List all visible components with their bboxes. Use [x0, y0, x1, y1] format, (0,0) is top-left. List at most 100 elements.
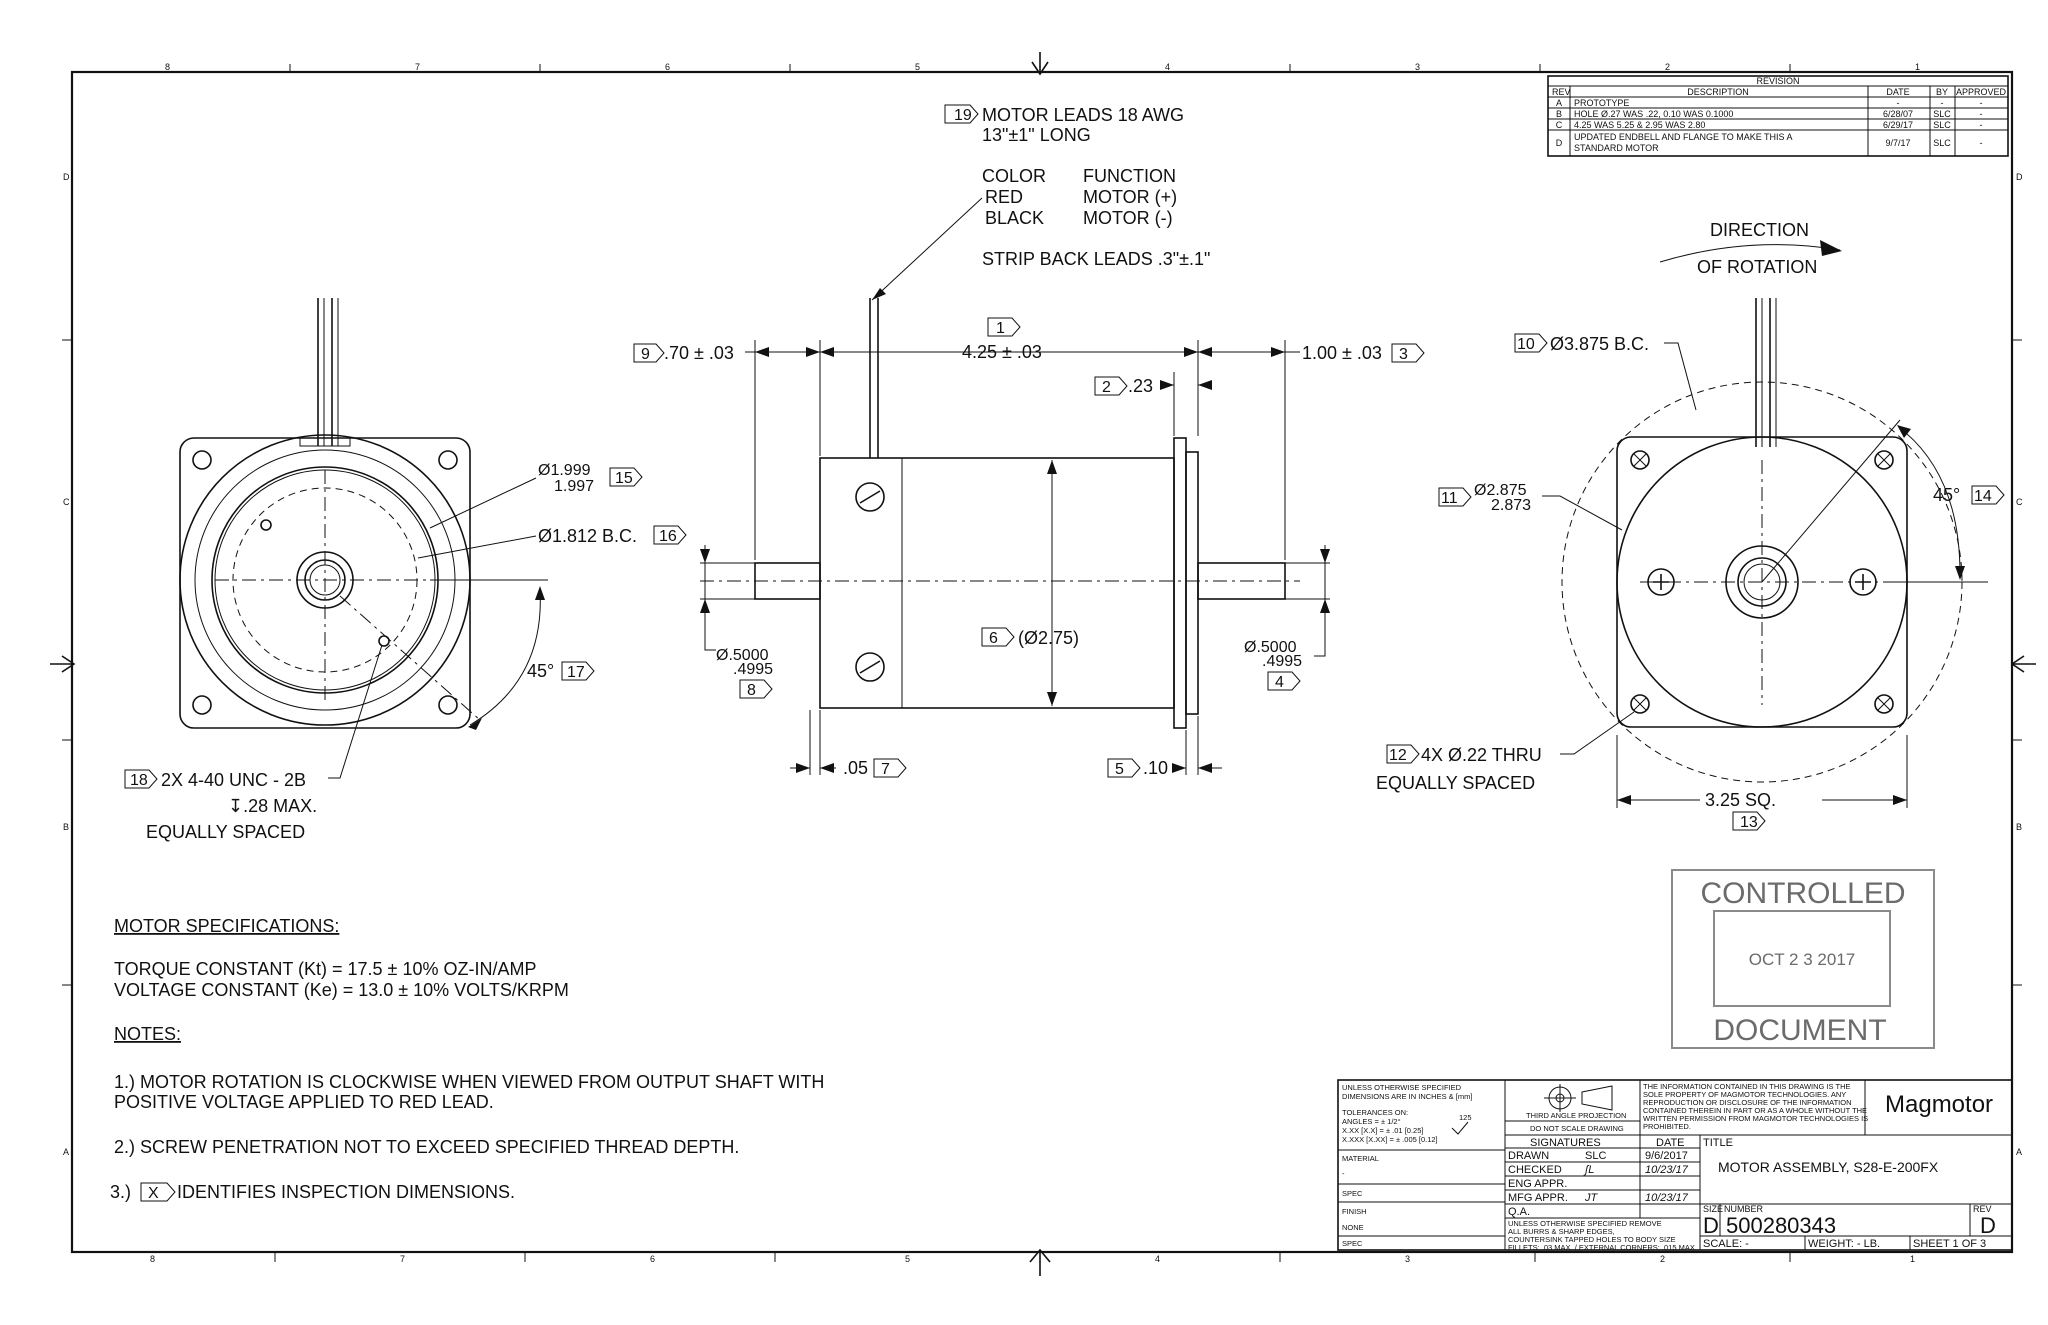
drawing-number: 500280343 [1726, 1213, 1836, 1238]
rev-row-c-desc: 4.25 WAS 5.25 & 2.95 WAS 2.80 [1574, 120, 1705, 130]
mount-hole-br [1874, 694, 1894, 714]
specs-torque: TORQUE CONSTANT (Kt) = 17.5 ± 10% OZ-IN/… [114, 959, 536, 979]
pilot-right-tag: 5 [1115, 761, 1124, 778]
rev-row-d-desc: UPDATED ENDBELL AND FLANGE TO MAKE THIS … [1574, 132, 1793, 142]
shaft-left-tag: 8 [747, 682, 756, 699]
rotation-line1: DIRECTION [1710, 220, 1809, 240]
left-angle: 45° [527, 661, 554, 681]
right-view-callouts: 10 Ø3.875 B.C. 11 Ø2.875 2.873 45° 14 12… [1376, 333, 2005, 831]
zone-bottom-5: 5 [905, 1254, 910, 1264]
mount-hole-tl [1630, 450, 1650, 470]
rev-col-by: BY [1936, 87, 1948, 97]
zone-bottom-1: 1 [1910, 1254, 1915, 1264]
rev-value: D [1980, 1213, 1996, 1238]
left-depth: ↧.28 MAX. [228, 796, 317, 816]
spec-label-2: SPEC [1342, 1239, 1363, 1248]
size-value: D [1703, 1213, 1719, 1238]
leads-tag: 19 [954, 107, 972, 124]
mfg-appr-by: JT [1584, 1192, 1599, 1204]
zone-right-b: B [2016, 822, 2022, 832]
rotation-note: DIRECTION OF ROTATION [1659, 220, 1842, 277]
zone-bottom-6: 6 [650, 1254, 655, 1264]
zone-left-c: C [63, 497, 70, 507]
burr-1: UNLESS OTHERWISE SPECIFIED REMOVE [1508, 1219, 1662, 1228]
rev-row-c-approved: - [1980, 120, 1983, 130]
material-label: MATERIAL [1342, 1154, 1379, 1163]
leads-line1: MOTOR LEADS 18 AWG [982, 105, 1184, 125]
drawn-by: SLC [1585, 1150, 1606, 1162]
zone-right-c: C [2016, 497, 2023, 507]
len-tag: 1 [996, 320, 1005, 337]
rev-row-c-date: 6/29/17 [1883, 120, 1913, 130]
stamp-bottom: DOCUMENT [1713, 1014, 1886, 1047]
left-bc: Ø1.812 B.C. [538, 526, 637, 546]
drawn-date: 9/6/2017 [1645, 1150, 1688, 1162]
zone-top-4: 4 [1165, 62, 1170, 72]
leads-color-header: COLOR [982, 166, 1046, 186]
rev-col-description: DESCRIPTION [1687, 87, 1749, 97]
rev-row-b-desc: HOLE Ø.27 WAS .22, 0.10 WAS 0.1000 [1574, 109, 1733, 119]
prop-6: PROHIBITED. [1643, 1122, 1691, 1131]
specs-voltage: VOLTAGE CONSTANT (Ke) = 13.0 ± 10% VOLTS… [114, 980, 569, 1000]
checked-date: 10/23/17 [1645, 1164, 1689, 1176]
zone-top-2: 2 [1665, 62, 1670, 72]
side-view [700, 298, 1330, 775]
left-end-view [179, 298, 548, 730]
right-holes-tag: 12 [1389, 747, 1407, 764]
rev-row-d-date: 9/7/17 [1885, 138, 1910, 148]
rev-row-a-desc: PROTOTYPE [1574, 98, 1629, 108]
stamp-date: OCT 2 3 2017 [1749, 950, 1855, 969]
left-ext-dim: .70 ± .03 [664, 343, 734, 363]
shaft-right-tag: 4 [1275, 674, 1284, 691]
right-angle: 45° [1933, 485, 1960, 505]
rev-row-d-approved: - [1980, 138, 1983, 148]
date-header: DATE [1656, 1137, 1685, 1149]
mfg-appr-date: 10/23/17 [1645, 1192, 1689, 1204]
signatures-header: SIGNATURES [1530, 1137, 1601, 1149]
left-bc-tag: 16 [659, 528, 677, 545]
burr-3: COUNTERSINK TAPPED HOLES TO BODY SIZE [1508, 1235, 1676, 1244]
size-header: SIZE [1703, 1204, 1723, 1214]
specs-heading: MOTOR SPECIFICATIONS: [114, 916, 339, 936]
mount-hole-tr [1874, 450, 1894, 470]
prop-4: CONTAINED THEREIN IN PART OR AS A WHOLE … [1643, 1106, 1867, 1115]
left-thread-tag: 18 [130, 772, 148, 789]
material-value: - [1342, 1169, 1345, 1178]
leads-black: BLACK [985, 208, 1044, 228]
zone-top-3: 3 [1415, 62, 1420, 72]
rev-row-a-approved: - [1980, 98, 1983, 108]
revision-block: REVISION REV DESCRIPTION DATE BY APPROVE… [1547, 75, 2009, 157]
pilot-left-dim: .05 [843, 758, 868, 778]
zone-top-8: 8 [165, 62, 170, 72]
right-holes: 4X Ø.22 THRU [1421, 745, 1542, 765]
rev-row-b-by: SLC [1933, 109, 1951, 119]
zone-labels: 8 7 6 5 4 3 2 1 8 7 6 5 4 3 2 1 D C B A … [63, 62, 2023, 1264]
zone-right-a: A [2016, 1147, 2022, 1157]
rev-row-d: D UPDATED ENDBELL AND FLANGE TO MAKE THI… [1556, 132, 1983, 153]
finish-label: FINISH [1342, 1207, 1367, 1216]
notes-heading: NOTES: [114, 1024, 181, 1044]
specifications: MOTOR SPECIFICATIONS: TORQUE CONSTANT (K… [114, 916, 569, 1000]
zone-bottom-4: 4 [1155, 1254, 1160, 1264]
burr-2: ALL BURRS & SHARP EDGES, [1508, 1227, 1615, 1236]
rev-row-a-by: - [1941, 98, 1944, 108]
rotation-arrow-icon [1820, 240, 1842, 256]
prop-2: SOLE PROPERTY OF MAGMOTOR TECHNOLOGIES. … [1643, 1090, 1846, 1099]
left-dia-bottom: 1.997 [554, 478, 594, 495]
scale-field: SCALE: - [1703, 1238, 1749, 1250]
rev-row-d-by: SLC [1933, 138, 1951, 148]
title-block: UNLESS OTHERWISE SPECIFIED DIMENSIONS AR… [1337, 1079, 2013, 1252]
shaft-right-bottom: .4995 [1262, 653, 1302, 670]
zone-left-a: A [63, 1147, 69, 1157]
tol-1: UNLESS OTHERWISE SPECIFIED [1342, 1083, 1462, 1092]
leads-function-header: FUNCTION [1083, 166, 1176, 186]
right-angle-tag: 14 [1974, 488, 1992, 505]
mfg-appr-label: MFG APPR. [1508, 1192, 1568, 1204]
left-dia-tag: 15 [615, 470, 633, 487]
rev-row-d-desc2: STANDARD MOTOR [1574, 143, 1659, 153]
pilot-left-tag: 7 [881, 761, 890, 778]
tol-4: ANGLES = ± 1/2° [1342, 1117, 1401, 1126]
checked-by: ʃL [1583, 1164, 1594, 1176]
rev-row-b-approved: - [1980, 109, 1983, 119]
